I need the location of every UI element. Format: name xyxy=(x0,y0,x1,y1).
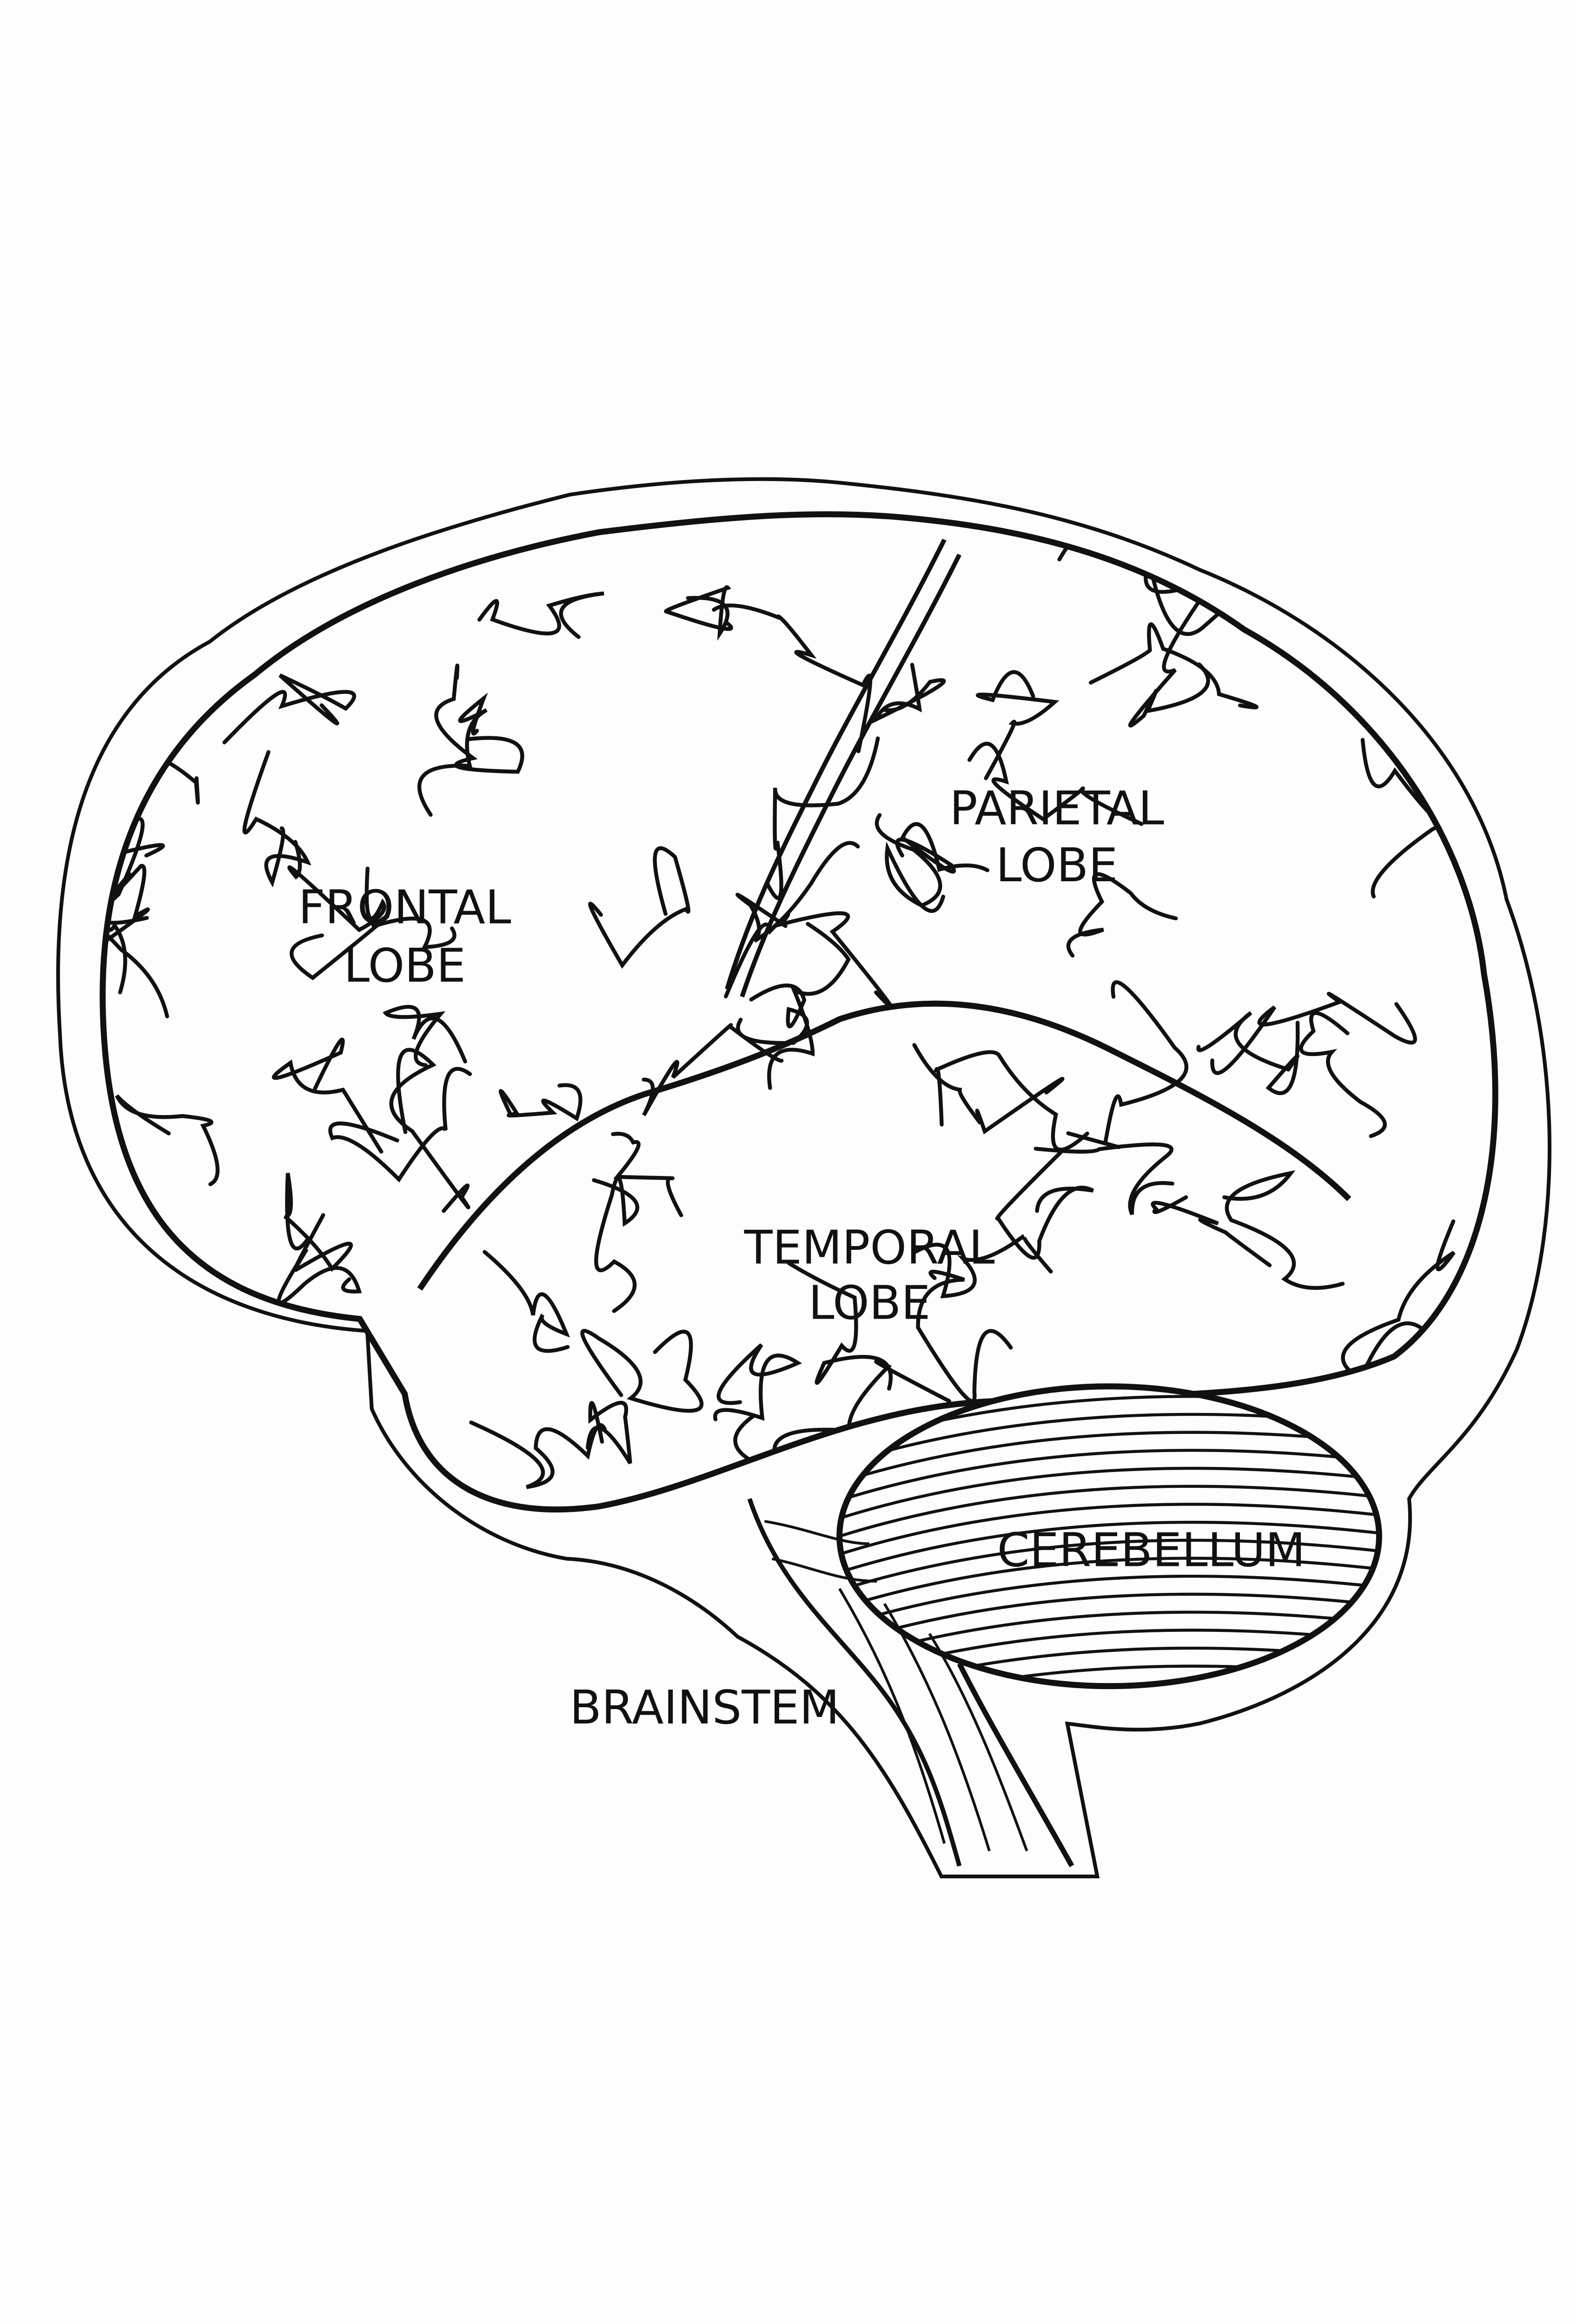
gyrus-line xyxy=(1360,738,1462,898)
gyrus-line xyxy=(1262,579,1337,639)
gyrus-line xyxy=(483,1250,570,1353)
gyrus-line xyxy=(767,922,851,1090)
label-cerebellum: CEREBELLUM xyxy=(997,1523,1305,1578)
gyrus-line xyxy=(712,603,873,753)
gyrus-line xyxy=(592,1176,639,1313)
gyrus-line xyxy=(102,879,169,1018)
gyrus-line xyxy=(1088,622,1259,710)
gyrus-line xyxy=(222,673,356,745)
gyrus-line xyxy=(280,1372,325,1510)
cerebellum-fold-line xyxy=(839,1485,1379,1538)
gyrus-line xyxy=(102,746,165,861)
gyrus-line xyxy=(277,1213,362,1305)
brain-diagram: FRONTAL LOBE PARIETAL LOBE TEMPORAL LOBE… xyxy=(56,477,1551,1879)
gyrus-line xyxy=(272,1037,384,1154)
gyrus-line xyxy=(1034,1142,1174,1215)
cerebellum xyxy=(836,1383,1382,1690)
gyrus-line xyxy=(724,911,894,1010)
gyrus-line xyxy=(1066,980,1189,1149)
cerebellum-fold-line xyxy=(839,1466,1379,1520)
gyrus-line xyxy=(102,726,158,925)
gyrus-line xyxy=(115,1094,220,1186)
gyrus-line xyxy=(469,1420,607,1489)
cerebellum-fold-line xyxy=(839,1574,1379,1628)
cerebellum-fold-line xyxy=(839,1449,1379,1502)
label-brainstem: BRAINSTEM xyxy=(570,1680,839,1735)
gyrus-line xyxy=(895,822,990,874)
gyrus-line xyxy=(283,1173,353,1272)
gyrus-line xyxy=(1371,514,1464,564)
gyrus-line xyxy=(102,726,200,805)
gyrus-line xyxy=(975,670,1060,780)
cerebellum-fold-line xyxy=(839,1431,1379,1484)
gyrus-line xyxy=(736,984,809,1045)
label-parietal-1: PARIETAL xyxy=(949,781,1164,836)
gyrus-line xyxy=(102,864,150,963)
gyrus-line xyxy=(586,1400,632,1465)
gyrus-line xyxy=(477,591,604,639)
gyrus-line xyxy=(498,1083,583,1122)
labels: FRONTAL LOBE PARIETAL LOBE TEMPORAL LOBE… xyxy=(298,781,1305,1735)
label-frontal-1: FRONTAL xyxy=(298,880,511,934)
gyrus-line xyxy=(1196,1011,1300,1095)
gyrus-line xyxy=(328,1067,472,1183)
gyrus-line xyxy=(735,841,860,943)
cerebellum-fold-line xyxy=(839,1592,1379,1646)
label-temporal-1: TEMPORAL xyxy=(744,1220,995,1274)
cerebellum-fold-line xyxy=(839,1520,1379,1574)
gyrus-line xyxy=(1057,514,1250,561)
central-sulcus xyxy=(725,538,947,990)
gyrus-line xyxy=(1222,1170,1345,1290)
gyrus-line xyxy=(1210,991,1417,1075)
brain-outer-halo xyxy=(56,477,1551,1879)
gyrus-line xyxy=(1128,601,1210,728)
gyrus-line xyxy=(290,914,457,981)
gyrus-line xyxy=(1299,1011,1387,1138)
gyrus-line xyxy=(913,1234,1053,1299)
gyrus-line xyxy=(611,1132,683,1217)
gyrus-line xyxy=(389,1048,470,1213)
gyrus-line xyxy=(916,1269,1013,1403)
label-frontal-2: LOBE xyxy=(344,938,465,993)
gyrus-line xyxy=(106,523,238,644)
cerebellum-fold-line xyxy=(839,1557,1379,1610)
cerebellum-fold-line xyxy=(839,1538,1379,1592)
gyrus-line xyxy=(580,1329,704,1413)
gyrus-line xyxy=(417,693,488,817)
gyrus-line xyxy=(1151,1195,1272,1268)
gyrus-line xyxy=(242,750,311,888)
label-temporal-2: LOBE xyxy=(808,1276,930,1330)
gyrus-line xyxy=(787,1261,893,1391)
gyrus-line xyxy=(287,840,386,932)
gyrus-line xyxy=(967,742,1144,826)
gyrus-line xyxy=(1066,872,1178,958)
gyrus-line xyxy=(933,1050,1089,1152)
gyrus-line xyxy=(588,846,690,969)
brainstem xyxy=(747,1498,1074,1868)
gyrus-line xyxy=(912,1043,1065,1135)
gyrus-line xyxy=(871,663,946,724)
gyrus-line xyxy=(383,1004,467,1067)
gyrus-line xyxy=(713,1343,802,1421)
cerebrum xyxy=(99,511,1498,1512)
gyrus-line xyxy=(995,1150,1094,1260)
cerebellum-fold-line xyxy=(839,1503,1379,1556)
gyrus-line xyxy=(1144,554,1268,636)
gyrus-line xyxy=(434,663,524,774)
gyrus-line xyxy=(1341,1219,1456,1382)
label-parietal-2: LOBE xyxy=(996,838,1118,892)
temporal-lobe-outline xyxy=(417,1000,1352,1291)
gyrus-line xyxy=(664,585,733,641)
gyrus-line xyxy=(765,736,880,900)
